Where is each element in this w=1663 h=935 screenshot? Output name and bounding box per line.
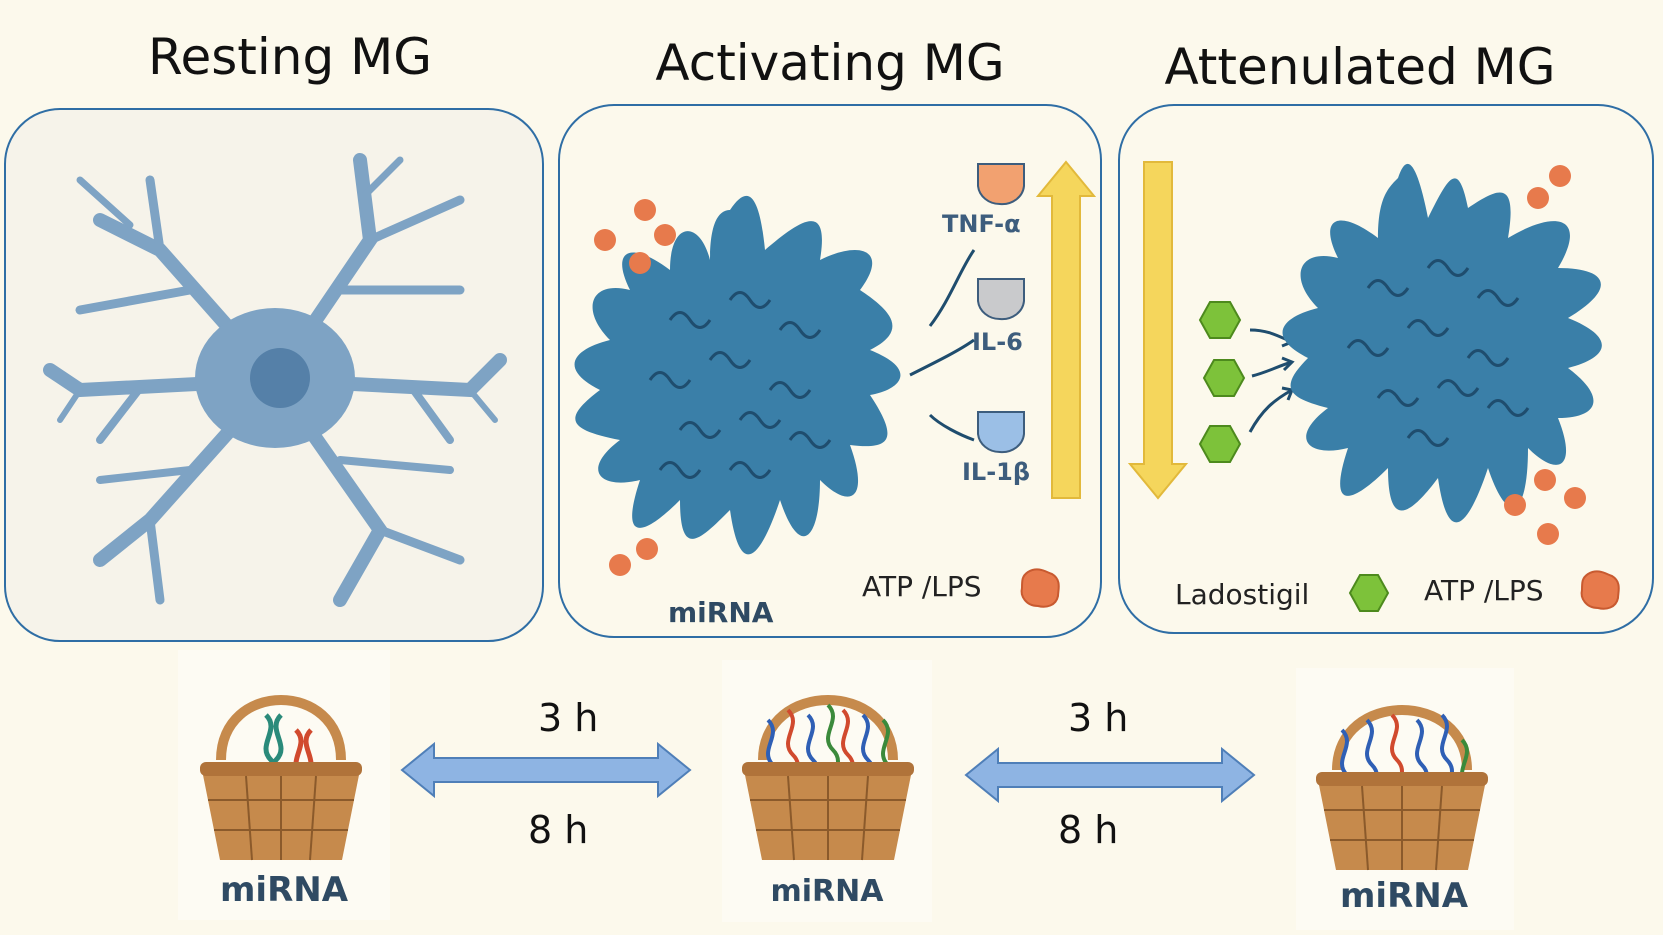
atp-lps-icon-attenulated bbox=[1580, 570, 1620, 610]
ladostigil-label: Ladostigil bbox=[1175, 578, 1310, 611]
ladostigil-icon bbox=[1348, 574, 1390, 612]
atp-lps-particles-bottom-right bbox=[1504, 469, 1586, 545]
left-transition-top-time: 3 h bbox=[538, 696, 599, 740]
basket-label-activating: miRNA bbox=[770, 874, 884, 909]
activating-mg-title: Activating MG bbox=[655, 34, 1005, 92]
left-double-arrow-icon bbox=[400, 741, 692, 799]
atp-lps-label-attenulated: ATP /LPS bbox=[1424, 574, 1544, 607]
il1b-label: IL-1β bbox=[962, 458, 1031, 486]
activated-microglia-icon bbox=[574, 195, 901, 555]
right-transition-bottom-time: 8 h bbox=[1058, 808, 1119, 852]
right-transition-top-time: 3 h bbox=[1068, 696, 1129, 740]
basket-label-resting: miRNA bbox=[219, 870, 349, 910]
il1b-icon bbox=[977, 411, 1025, 454]
ladostigil-molecules bbox=[1198, 301, 1246, 463]
atp-lps-particles bbox=[594, 199, 676, 274]
right-double-arrow-icon bbox=[964, 746, 1256, 804]
tnf-alpha-icon bbox=[977, 163, 1025, 206]
il6-icon bbox=[977, 278, 1025, 321]
atp-lps-particles-top-right bbox=[1527, 165, 1571, 209]
tnf-alpha-label: TNF-α bbox=[942, 210, 1021, 238]
upregulation-arrow-icon bbox=[1035, 160, 1097, 499]
il6-label: IL-6 bbox=[972, 328, 1023, 356]
basket-label-attenulated: miRNA bbox=[1339, 876, 1469, 916]
atp-lps-icon bbox=[1020, 568, 1060, 608]
resting-mg-title: Resting MG bbox=[147, 28, 432, 86]
attenulated-mg-title: Attenulated MG bbox=[1164, 38, 1556, 96]
attenulated-microglia-icon bbox=[1282, 163, 1602, 523]
left-transition-bottom-time: 8 h bbox=[528, 808, 589, 852]
atp-lps-particles-bottom bbox=[609, 538, 658, 576]
basket-many-mirna-icon-2 bbox=[1316, 705, 1488, 871]
mirna-label-activating: miRNA bbox=[668, 596, 774, 629]
resting-microglia-icon bbox=[43, 153, 507, 607]
cytokine-release-lines bbox=[909, 249, 976, 442]
basket-few-mirna-icon bbox=[200, 695, 362, 861]
downregulation-arrow-icon bbox=[1127, 161, 1189, 500]
atp-lps-label-activating: ATP /LPS bbox=[862, 570, 982, 603]
basket-many-mirna-icon bbox=[742, 695, 914, 861]
